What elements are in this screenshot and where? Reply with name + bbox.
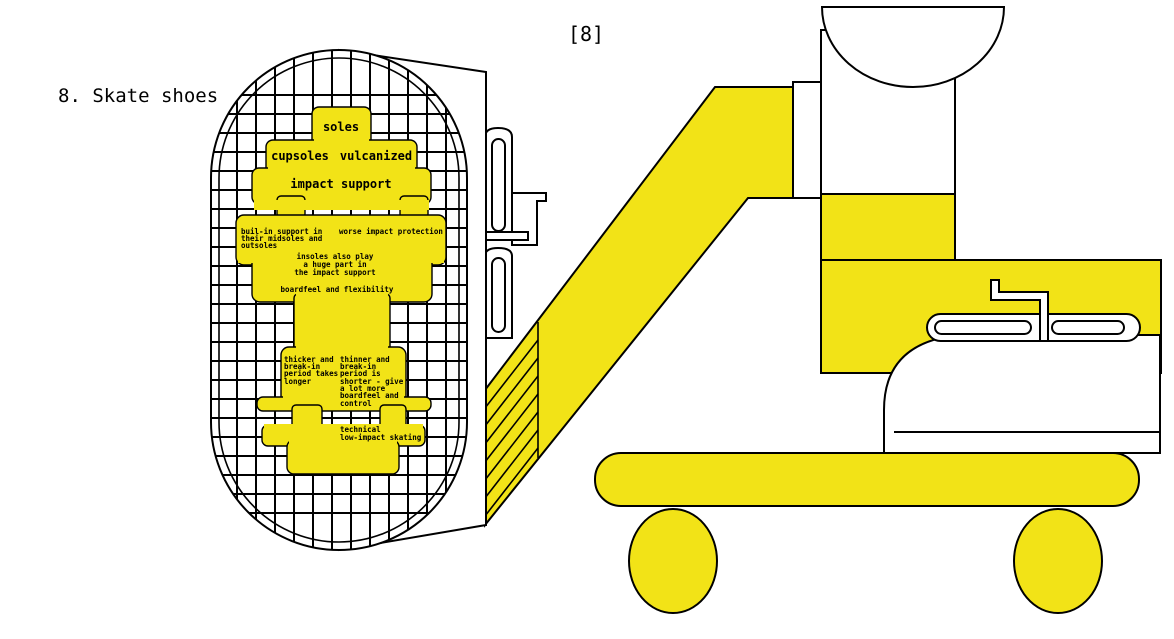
cupsoles-impact-line-2: their midsoles and <box>241 234 322 243</box>
cupsoles-label: cupsoles <box>271 149 329 163</box>
vulcanized-boardfeel-line-4: shorter - give <box>340 377 404 386</box>
vulcanized-boardfeel-line-2: break-in <box>340 362 376 371</box>
cupsoles-boardfeel-line-4: longer <box>284 377 312 386</box>
root-label: soles <box>323 120 359 134</box>
cupsoles-boardfeel-line-3: period takes <box>284 369 338 378</box>
machine-seat <box>883 334 1161 454</box>
section-title: 8. Skate shoes <box>58 85 218 107</box>
arm-joint <box>792 81 824 199</box>
cupsoles-boardfeel-line-1: thicker and <box>284 355 334 364</box>
machine-dome <box>820 6 1006 88</box>
page-number: [8] <box>568 22 604 46</box>
vulcanized-boardfeel-line-5: a lot more <box>340 384 386 393</box>
cupsoles-impact-line-1: buil-in support in <box>241 227 322 236</box>
topic-boardfeel: boardfeel and flexibility <box>281 285 394 294</box>
machine-deck <box>594 452 1140 507</box>
cupsoles-impact-line-3: outsoles <box>241 241 277 250</box>
vulcanized-impact: worse impact protection <box>339 227 443 236</box>
use-case-line-2: low-impact skating <box>340 433 422 442</box>
cab-lever <box>926 279 1141 342</box>
wheel-left <box>628 508 718 614</box>
vulcanized-boardfeel-line-3: period is <box>340 369 381 378</box>
topic-impact-support: impact support <box>290 177 391 191</box>
insoles-note-line-1: insoles also play <box>297 252 374 261</box>
insoles-note-line-2: a huge part in <box>303 260 366 269</box>
use-case-line-1: technical <box>340 425 381 434</box>
wheel-right <box>1013 508 1103 614</box>
machine-column-yellow <box>820 193 956 261</box>
cupsoles-boardfeel-line-2: break-in <box>284 362 320 371</box>
machine-body <box>484 6 1162 614</box>
vulcanized-boardfeel-line-1: thinner and <box>340 355 390 364</box>
insoles-note-line-3: the impact support <box>294 268 375 277</box>
vulcanized-boardfeel-line-7: control <box>340 399 372 408</box>
side-pipes <box>484 126 547 339</box>
vulcanized-boardfeel-line-6: boardfeel and <box>340 391 399 400</box>
vulcanized-label: vulcanized <box>340 149 412 163</box>
